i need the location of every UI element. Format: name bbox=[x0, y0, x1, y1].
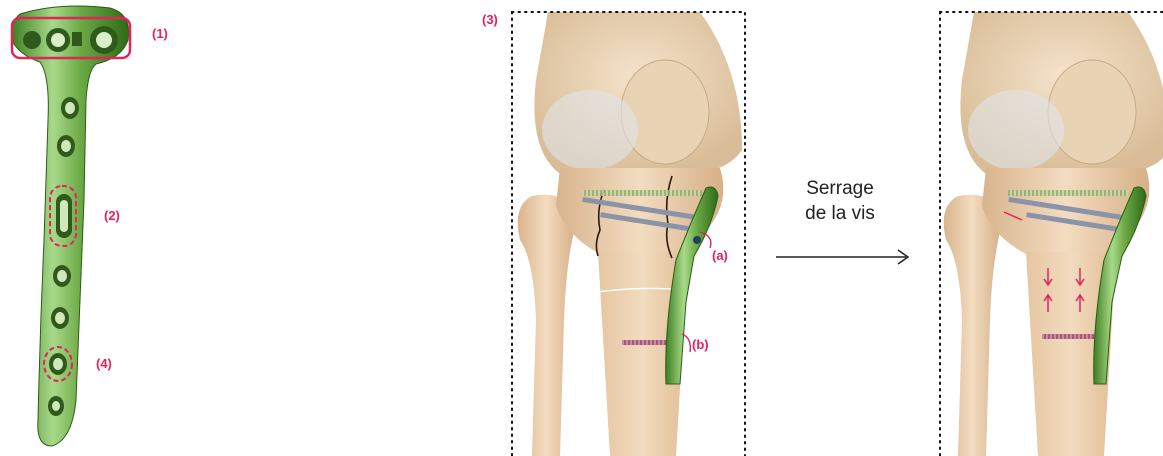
action-caption-line1: Serrage bbox=[770, 176, 910, 201]
knee-panel-before bbox=[518, 12, 742, 456]
knee-panel-after bbox=[944, 12, 1163, 456]
label-3: (3) bbox=[482, 12, 498, 27]
action-caption: Serrage de la vis bbox=[770, 176, 910, 226]
label-1: (1) bbox=[152, 26, 168, 41]
bone-plate-implant bbox=[12, 6, 129, 446]
label-2: (2) bbox=[104, 208, 120, 223]
action-caption-line2: de la vis bbox=[770, 201, 910, 226]
label-4: (4) bbox=[96, 356, 112, 371]
label-a: (a) bbox=[712, 248, 728, 263]
label-b: (b) bbox=[692, 337, 709, 352]
